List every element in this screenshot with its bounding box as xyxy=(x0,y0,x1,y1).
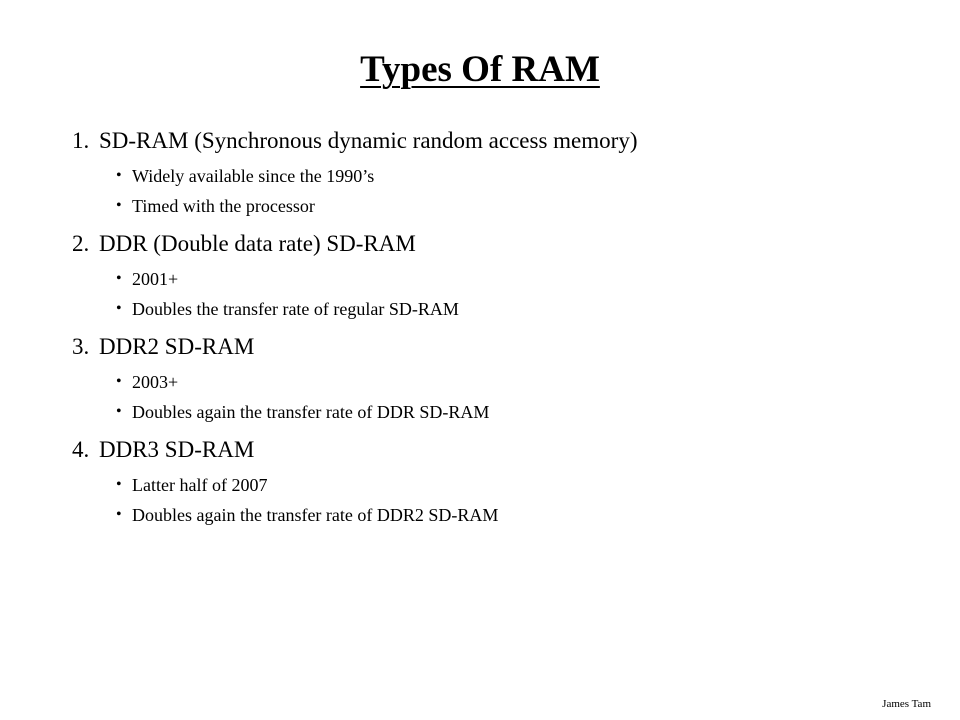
bullet-icon: • xyxy=(116,270,122,287)
sub-list-item: • Timed with the processor xyxy=(72,191,912,221)
list-item-heading: 1. SD-RAM (Synchronous dynamic random ac… xyxy=(72,121,912,161)
bullet-icon: • xyxy=(116,167,122,184)
list-item: 2. DDR (Double data rate) SD-RAM • 2001+… xyxy=(72,224,912,324)
sub-list-item: • Widely available since the 1990’s xyxy=(72,161,912,191)
list-item: 3. DDR2 SD-RAM • 2003+ • Doubles again t… xyxy=(72,327,912,427)
list-item-number: 1. xyxy=(72,128,90,153)
slide-title: Types Of RAM xyxy=(0,46,960,94)
author-footer: James Tam xyxy=(882,698,931,710)
ram-types-list: 1. SD-RAM (Synchronous dynamic random ac… xyxy=(72,121,912,533)
sub-list-item: • Doubles the transfer rate of regular S… xyxy=(72,294,912,324)
list-item-number: 4. xyxy=(72,437,90,462)
bullet-icon: • xyxy=(116,373,122,390)
list-item-number: 2. xyxy=(72,231,90,256)
sub-list-item-text: 2001+ xyxy=(132,269,179,289)
sub-list: • Widely available since the 1990’s • Ti… xyxy=(72,161,912,221)
sub-list-item-text: Latter half of 2007 xyxy=(132,475,268,495)
sub-list-item-text: Timed with the processor xyxy=(132,196,315,216)
bullet-icon: • xyxy=(116,403,122,420)
sub-list-item: • Doubles again the transfer rate of DDR… xyxy=(72,500,912,530)
bullet-icon: • xyxy=(116,300,122,317)
sub-list-item: • Doubles again the transfer rate of DDR… xyxy=(72,397,912,427)
list-item-heading: 2. DDR (Double data rate) SD-RAM xyxy=(72,224,912,264)
sub-list-item: • Latter half of 2007 xyxy=(72,470,912,500)
list-item-text: SD-RAM (Synchronous dynamic random acces… xyxy=(99,128,638,153)
list-item-text: DDR3 SD-RAM xyxy=(99,437,255,462)
sub-list: • 2001+ • Doubles the transfer rate of r… xyxy=(72,264,912,324)
sub-list: • 2003+ • Doubles again the transfer rat… xyxy=(72,367,912,427)
sub-list-item-text: Widely available since the 1990’s xyxy=(132,166,375,186)
sub-list-item: • 2003+ xyxy=(72,367,912,397)
list-item-heading: 4. DDR3 SD-RAM xyxy=(72,430,912,470)
bullet-icon: • xyxy=(116,197,122,214)
bullet-icon: • xyxy=(116,476,122,493)
sub-list-item-text: Doubles again the transfer rate of DDR2 … xyxy=(132,505,499,525)
list-item-text: DDR2 SD-RAM xyxy=(99,334,255,359)
sub-list: • Latter half of 2007 • Doubles again th… xyxy=(72,470,912,530)
sub-list-item-text: 2003+ xyxy=(132,372,179,392)
list-item-heading: 3. DDR2 SD-RAM xyxy=(72,327,912,367)
list-item: 4. DDR3 SD-RAM • Latter half of 2007 • D… xyxy=(72,430,912,530)
sub-list-item-text: Doubles the transfer rate of regular SD-… xyxy=(132,299,459,319)
bullet-icon: • xyxy=(116,506,122,523)
list-item-text: DDR (Double data rate) SD-RAM xyxy=(99,231,416,256)
list-item: 1. SD-RAM (Synchronous dynamic random ac… xyxy=(72,121,912,221)
slide-title-text: Types Of RAM xyxy=(360,49,600,90)
sub-list-item: • 2001+ xyxy=(72,264,912,294)
sub-list-item-text: Doubles again the transfer rate of DDR S… xyxy=(132,402,490,422)
list-item-number: 3. xyxy=(72,334,90,359)
